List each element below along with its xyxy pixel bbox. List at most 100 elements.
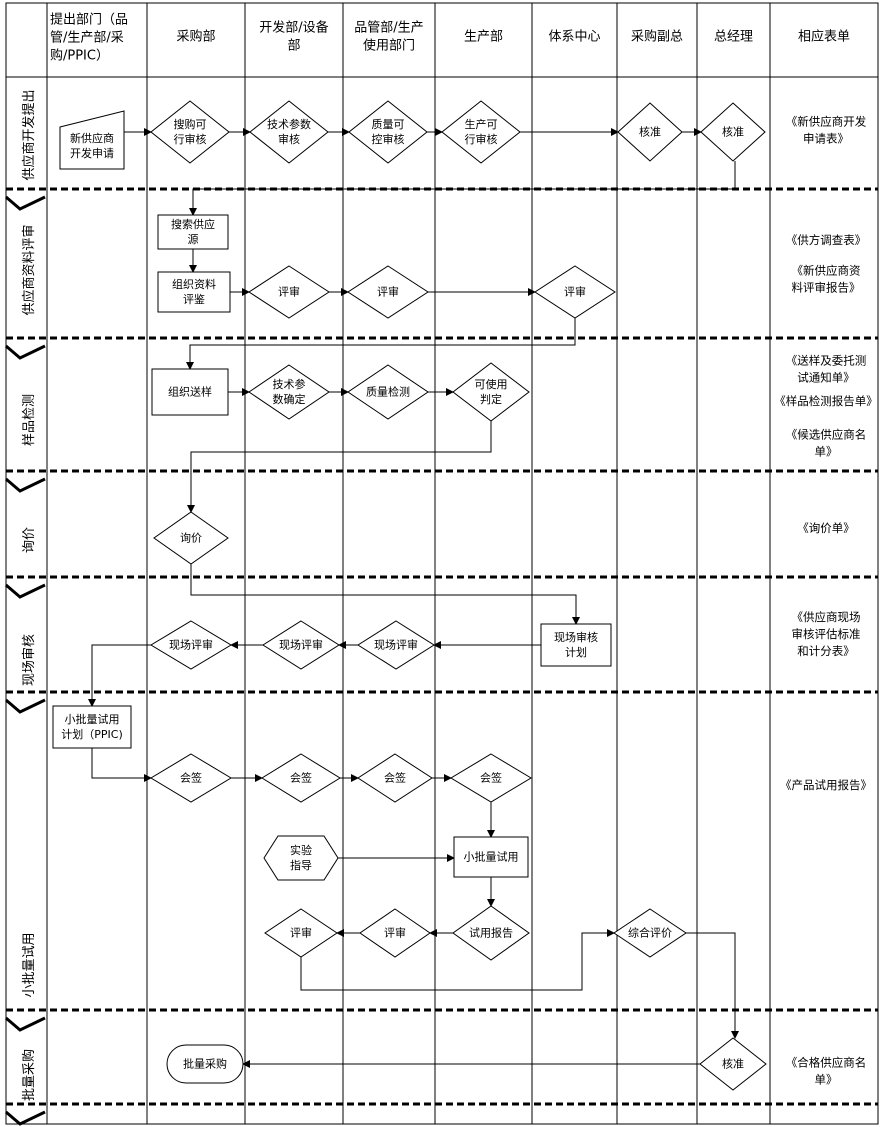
flow-connectors bbox=[88, 128, 739, 1068]
node-label: 判定 bbox=[480, 392, 502, 406]
form-entry: 审核评估标准 bbox=[792, 627, 861, 641]
node-label: 组织资料 bbox=[172, 277, 216, 291]
phase-chevron-icon bbox=[5, 1110, 46, 1126]
form-entry: 《询价单》 bbox=[797, 521, 855, 535]
node-label: 行审核 bbox=[174, 132, 207, 146]
node-label: 技术参 bbox=[273, 377, 306, 391]
column-header: 管/生产部/采 bbox=[50, 31, 124, 46]
form-entry: 《送样及委托测 bbox=[786, 354, 867, 368]
node-label: 评审 bbox=[377, 285, 399, 299]
form-entry: 试通知单》 bbox=[797, 371, 855, 385]
column-header: 体系中心 bbox=[548, 30, 600, 45]
node-label: 评审 bbox=[384, 926, 406, 940]
column-header: 购/PPIC） bbox=[50, 48, 109, 64]
phase-label: 供应商开发提出 bbox=[21, 89, 37, 180]
node-audit-dev: 现场评审 bbox=[262, 620, 340, 670]
form-entry: 《候选供应商名 bbox=[786, 428, 867, 442]
node-vp1: 核准 bbox=[617, 102, 683, 162]
node-label: 可使用 bbox=[475, 378, 508, 391]
node-label: 会签 bbox=[480, 771, 502, 785]
node-mass: 批量采购 bbox=[166, 1044, 244, 1084]
frame-border bbox=[5, 2, 879, 1125]
node-label: 评审 bbox=[564, 285, 586, 299]
node-label: 质量可 bbox=[372, 118, 405, 131]
node-gm1: 核准 bbox=[700, 102, 766, 162]
node-qtest: 质量检测 bbox=[347, 364, 429, 420]
flow-nodes: 新供应商开发申请搜购可行审核技术参数审核质量可控审核生产可行审核核准核准搜索供应… bbox=[52, 100, 767, 1091]
node-label: 搜索供应 bbox=[171, 217, 215, 231]
flow-arrow bbox=[187, 421, 492, 513]
column-header: 采购部 bbox=[176, 29, 215, 45]
node-label: 会签 bbox=[180, 771, 202, 785]
node-send: 组织送样 bbox=[151, 368, 229, 416]
node-audit-qc: 现场评审 bbox=[357, 620, 435, 670]
node-label: 计划（PPIC) bbox=[61, 728, 122, 741]
flow-arrow bbox=[91, 748, 152, 782]
node-label: 行审核 bbox=[465, 132, 498, 146]
node-label: 数确定 bbox=[273, 392, 306, 406]
form-entry: 《供方调查表》 bbox=[786, 233, 867, 247]
flow-arrow bbox=[190, 564, 580, 625]
node-label: 评鉴 bbox=[183, 293, 205, 306]
form-entry: 《合格供应商名 bbox=[786, 1056, 867, 1070]
phase-chevron-icon bbox=[5, 698, 46, 714]
node-label: 核准 bbox=[722, 1057, 744, 1071]
node-label: 会签 bbox=[384, 771, 406, 785]
column-headers: 提出部门（品管/生产部/采购/PPIC）采购部开发部/设备部品管部/生产使用部门… bbox=[50, 12, 850, 64]
flow-arrow bbox=[686, 932, 739, 1039]
phase-label: 询价 bbox=[22, 527, 37, 553]
node-label: 现场审核 bbox=[554, 630, 598, 644]
column-header: 开发部/设备 bbox=[259, 20, 328, 36]
node-label: 核准 bbox=[639, 125, 661, 139]
column-header: 采购副总 bbox=[631, 29, 683, 45]
form-list: 《新供应商开发申请表》《供方调查表》《新供应商资料评审报告》《送样及委托测试通知… bbox=[774, 115, 878, 1087]
phase-chevron-icon bbox=[5, 195, 46, 211]
column-header: 总经理 bbox=[714, 30, 753, 45]
phase-label: 现场审核 bbox=[22, 634, 37, 686]
node-label: 控审核 bbox=[372, 132, 405, 146]
node-label: 批量采购 bbox=[183, 1057, 227, 1071]
column-header: 品管部/生产 bbox=[354, 21, 423, 36]
phase-label: 小批量试用 bbox=[22, 932, 37, 997]
flow-arrow bbox=[189, 161, 736, 216]
node-rev-qc: 评审 bbox=[347, 265, 429, 319]
node-rev-dev: 评审 bbox=[248, 265, 330, 319]
node-label: 实验 bbox=[290, 843, 312, 857]
column-header: 提出部门（品 bbox=[50, 12, 128, 28]
node-label: 综合评价 bbox=[628, 926, 672, 940]
node-sign-qc: 会签 bbox=[357, 753, 433, 803]
node-label: 现场评审 bbox=[169, 638, 213, 652]
form-entry: 申请表》 bbox=[803, 132, 849, 146]
node-label: 评审 bbox=[278, 285, 300, 299]
form-entry: 《新供应商开发 bbox=[786, 115, 867, 129]
form-entry: 《产品试用报告》 bbox=[780, 778, 872, 792]
node-label: 现场评审 bbox=[279, 638, 323, 652]
form-entry: 料评审报告》 bbox=[792, 281, 861, 295]
node-label: 小批量试用 bbox=[464, 850, 519, 864]
node-label: 评审 bbox=[290, 926, 312, 940]
node-label: 组织送样 bbox=[168, 385, 212, 399]
phase-label: 批量采购 bbox=[21, 1049, 37, 1101]
phase-chevron-icon bbox=[5, 583, 46, 599]
flow-arrow bbox=[300, 929, 615, 991]
phase-chevron-icon bbox=[5, 477, 46, 493]
form-entry: 和计分表》 bbox=[797, 644, 855, 658]
node-label: 新供应商 bbox=[70, 131, 114, 145]
node-label: 审核 bbox=[278, 132, 300, 146]
node-rev-sys: 评审 bbox=[534, 265, 616, 319]
node-label: 询价 bbox=[180, 532, 202, 545]
node-label: 开发申请 bbox=[70, 146, 114, 160]
node-label: 生产可 bbox=[465, 117, 498, 131]
column-header: 使用部门 bbox=[363, 38, 415, 54]
column-header: 相应表单 bbox=[798, 29, 850, 45]
node-sign-pur: 会签 bbox=[150, 753, 232, 803]
